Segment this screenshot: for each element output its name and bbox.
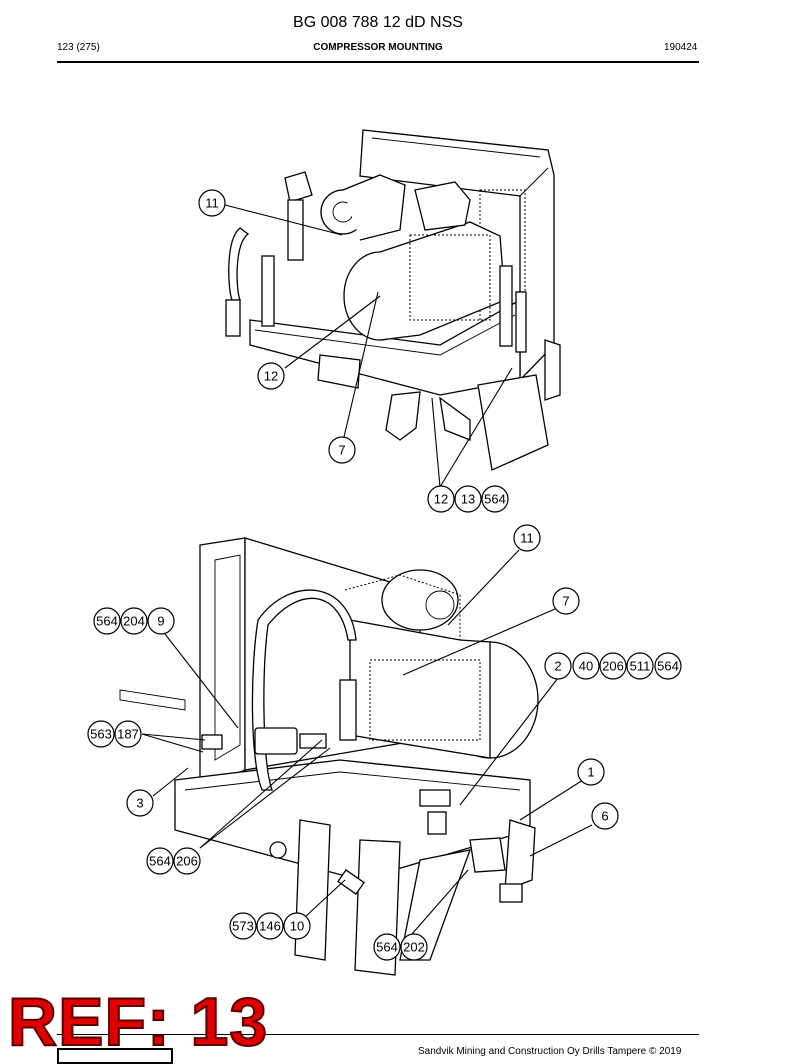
callout-bottom-10: 10 — [283, 912, 311, 940]
callout-bottom-6: 6 — [591, 802, 619, 830]
callout-bottom-187: 187 — [114, 720, 142, 748]
footer-copyright: Sandvik Mining and Construction Oy Drill… — [418, 1046, 682, 1057]
callout-bottom-2: 2 — [544, 652, 572, 680]
callout-label: 206 — [176, 854, 198, 869]
callout-label: 11 — [520, 531, 534, 546]
callout-bottom-564d: 564 — [373, 933, 401, 961]
callout-label: 12 — [264, 369, 278, 384]
document-date: 190424 — [664, 42, 698, 53]
callout-label: 146 — [259, 919, 281, 934]
callout-label: 564 — [657, 659, 679, 674]
callout-bottom-9: 9 — [147, 607, 175, 635]
callout-top-13: 13 — [454, 485, 482, 513]
callout-label: 7 — [562, 594, 569, 609]
callout-bottom-563: 563 — [87, 720, 115, 748]
document-title: BG 008 788 12 dD NSS — [293, 14, 463, 31]
callout-label: 6 — [601, 809, 608, 824]
callout-label: 7 — [338, 443, 345, 458]
callout-bottom-564c: 564 — [146, 847, 174, 875]
footer-divider — [57, 1034, 699, 1035]
callout-bottom-511: 511 — [626, 652, 654, 680]
bottom-assembly-view — [119, 537, 539, 976]
callout-bottom-202: 202 — [400, 933, 428, 961]
callout-label: 202 — [403, 940, 425, 955]
callout-top-11: 11 — [198, 189, 226, 217]
callout-bottom-7: 7 — [552, 587, 580, 615]
callout-bottom-564b: 564 — [654, 652, 682, 680]
callout-top-564: 564 — [481, 485, 509, 513]
leader-lines — [141, 204, 593, 935]
callout-label: 204 — [123, 614, 145, 629]
callout-bottom-206b: 206 — [173, 847, 201, 875]
callout-top-7: 7 — [328, 436, 356, 464]
section-title: COMPRESSOR MOUNTING — [313, 42, 443, 53]
callout-label: 2 — [554, 659, 561, 674]
callout-label: 511 — [630, 659, 651, 674]
callout-label: 10 — [290, 919, 304, 934]
callout-bottom-573: 573 — [229, 912, 257, 940]
callout-label: 187 — [117, 727, 139, 742]
callout-bottom-564a: 564 — [93, 607, 121, 635]
callout-label: 11 — [205, 196, 219, 211]
callout-bottom-206a: 206 — [599, 652, 627, 680]
callout-label: 13 — [461, 492, 475, 507]
callout-bottom-11: 11 — [513, 524, 541, 552]
callout-label: 3 — [136, 796, 143, 811]
callout-bottom-3: 3 — [126, 789, 154, 817]
page-number: 123 (275) — [57, 42, 100, 53]
callout-label: 564 — [376, 940, 398, 955]
callout-top-12b: 12 — [427, 485, 455, 513]
callout-label: 573 — [232, 919, 254, 934]
callout-label: 40 — [579, 659, 593, 674]
callout-label: 1 — [587, 765, 594, 780]
top-assembly-view — [225, 129, 561, 471]
callout-bottom-1: 1 — [577, 758, 605, 786]
header-divider — [57, 61, 699, 63]
callout-label: 206 — [602, 659, 624, 674]
callout-bottom-40: 40 — [572, 652, 600, 680]
ref-label: REF: 13 — [7, 983, 269, 1061]
callout-label: 564 — [484, 492, 506, 507]
callout-label: 12 — [434, 492, 448, 507]
callout-label: 564 — [149, 854, 171, 869]
callout-label: 9 — [157, 614, 164, 629]
callout-label: 563 — [90, 727, 112, 742]
callout-bottom-146: 146 — [256, 912, 284, 940]
callout-bottom-204: 204 — [120, 607, 148, 635]
callout-label: 564 — [96, 614, 118, 629]
callout-top-12: 12 — [257, 362, 285, 390]
